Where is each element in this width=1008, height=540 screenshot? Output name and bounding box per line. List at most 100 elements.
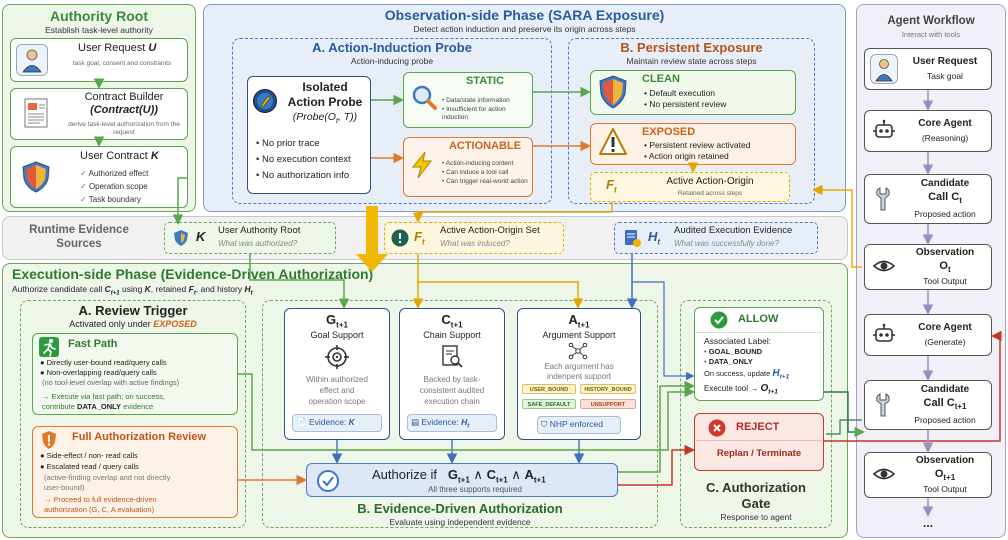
runtime-title-2: Sources xyxy=(56,238,102,250)
fast-path-item-2: ● Non-overlapping read/query calls xyxy=(40,368,157,377)
runtime-audited-question: What was successfully done? xyxy=(674,239,779,248)
clean-shield-icon xyxy=(597,74,629,110)
user-contract-title: User Contract K xyxy=(80,150,159,162)
chip-history-bound: HISTORY_BOUND xyxy=(580,384,636,394)
runtime-origin-var: Ft xyxy=(414,229,425,247)
chip-safe-default: SAFE_DEFAULT xyxy=(522,399,576,409)
goal-evidence-text: 📄 Evidence: K xyxy=(296,417,355,427)
wf-step-6-title2: Call Ct+1 xyxy=(923,397,967,412)
goal-label: Goal Support xyxy=(310,330,364,340)
fast-path-card xyxy=(32,333,238,415)
runtime-shield-icon xyxy=(172,229,190,247)
wf-step-5-title: Core Agent xyxy=(918,322,972,333)
wf-step-2-title: Core Agent xyxy=(918,118,972,129)
contract-builder-title: Contract Builder xyxy=(84,91,164,103)
review-trigger-subtitle: Activated only under EXPOSED xyxy=(69,319,197,329)
actionable-label: ACTIONABLE xyxy=(448,140,522,152)
authorize-formula: Authorize if Gt+1 ∧ Ct+1 ∧ At+1 xyxy=(372,467,546,485)
wf-step-7-title: Observation xyxy=(915,455,975,466)
probe-box xyxy=(232,38,552,204)
fast-path-item-1: ● Directly user-bound read/query calls xyxy=(40,358,167,367)
origin-var: Ft xyxy=(606,177,617,195)
check-circle-icon xyxy=(316,469,340,493)
argument-desc-2: indenpent support xyxy=(546,372,612,381)
fast-path-result-1: → Execute via fast path; on success, xyxy=(42,392,165,401)
evidence-auth-subtitle: Evaluate using independent evidence xyxy=(389,517,531,527)
exposure-title: B. Persistent Exposure xyxy=(620,40,763,55)
robot-icon-2 xyxy=(872,322,896,346)
reject-action: Replan / Terminate xyxy=(716,448,802,459)
full-review-title: Full Authorization Review xyxy=(72,431,207,443)
gate-title-2: Gate xyxy=(741,496,771,511)
workflow-subtitle: Interact with tools xyxy=(901,30,961,39)
fast-path-title: Fast Path xyxy=(68,338,118,350)
contract-builder-desc: derive task-level authorization from the… xyxy=(68,121,180,136)
full-review-item-1: ● Side-effect / non- read calls xyxy=(40,451,138,460)
eye-icon-1 xyxy=(872,256,896,276)
probe-formula: (Probe(Ot, T)) xyxy=(292,111,358,126)
chain-desc-2: consistent audited xyxy=(419,386,485,395)
user-request-title: User Request U xyxy=(78,42,157,54)
goal-desc-2: effect and xyxy=(319,386,355,395)
chain-evidence-text: ▤ Evidence: Ht xyxy=(411,417,470,430)
wf-step-1-title: User Request xyxy=(912,56,978,67)
allow-check-icon xyxy=(710,311,728,329)
authority-root-title: Authority Root xyxy=(50,8,148,24)
execution-subtitle: Authorize candidate call Ct+1 using K, r… xyxy=(12,284,253,297)
fast-path-note: (no tool-level overlap with active findi… xyxy=(42,378,180,387)
allow-divider xyxy=(696,332,822,333)
chain-desc-3: execution chain xyxy=(424,397,480,406)
origin-label: Active Action-Origin xyxy=(666,176,754,187)
lightning-icon xyxy=(408,150,436,180)
goal-var: Gt+1 xyxy=(326,312,348,330)
wrench-icon-2 xyxy=(872,392,894,418)
goal-desc-3: operation scope xyxy=(308,397,366,406)
probe-item-2: • No execution context xyxy=(256,154,351,165)
wf-step-5-desc: (Generate) xyxy=(924,337,966,347)
shield-icon xyxy=(20,160,52,194)
allow-assoc: Associated Label: xyxy=(704,336,772,346)
argument-desc-1: Each argument has xyxy=(544,362,614,371)
contract-item-2: ✓ Operation scope xyxy=(80,182,148,191)
probe-item-1: • No prior trace xyxy=(256,138,320,149)
runtime-origin-set xyxy=(384,222,564,254)
allow-update: On success, update Ht+1 xyxy=(704,368,790,381)
full-review-result-2: authorization (G, C, A evaluation) xyxy=(44,505,155,514)
authority-root-subtitle: Establish task-level authority xyxy=(45,25,153,35)
contract-builder-formula: (Contract(U)) xyxy=(90,104,158,116)
allow-label: ALLOW xyxy=(738,313,779,325)
full-review-card xyxy=(32,426,238,518)
full-review-item-2: ● Escalated read / query calls xyxy=(40,462,139,471)
runtime-doc-icon xyxy=(622,228,642,248)
eye-icon-2 xyxy=(872,464,896,484)
contract-item-1: ✓ Authorized effect xyxy=(80,169,149,178)
argument-var: At+1 xyxy=(568,312,590,330)
static-item-2: • Insufficient for action induction xyxy=(442,106,506,121)
origin-desc: Retained across steps xyxy=(677,190,743,197)
exposed-item-1: • Persistent review activated xyxy=(644,140,751,150)
actionable-item-1: • Action-inducing content xyxy=(442,160,514,167)
authorize-box xyxy=(306,463,618,497)
wf-step-3-desc: Proposed action xyxy=(914,209,976,219)
runtime-origin-question: What was induced? xyxy=(440,239,510,248)
exposure-subtitle: Maintain review state across steps xyxy=(626,56,757,66)
warning-icon xyxy=(598,126,628,160)
wf-step-7-desc: Tool Output xyxy=(923,484,967,494)
wf-step-1-desc: Task goal xyxy=(927,71,963,81)
magnifier-icon xyxy=(410,83,438,111)
wf-step-4-title2: Ot xyxy=(939,260,951,275)
full-review-note-2: user-bound) xyxy=(44,483,85,492)
runtime-title-1: Runtime Evidence xyxy=(29,224,129,236)
chain-desc-1: Backed by task- xyxy=(423,375,481,384)
exposed-item-2: • Action origin retained xyxy=(644,151,729,161)
allow-tag-2: • DATA_ONLY xyxy=(704,357,753,366)
chip-user-bound: USER_BOUND xyxy=(522,384,576,394)
gate-subtitle: Response to agent xyxy=(720,512,792,522)
observation-subtitle: Detect action induction and preserve its… xyxy=(413,24,636,34)
fast-path-result-2: contribute DATA_ONLY evidence xyxy=(42,402,154,411)
document-icon xyxy=(22,97,50,129)
authorize-desc: All three supports required xyxy=(428,485,522,494)
probe-title: A. Action-Induction Probe xyxy=(312,40,472,55)
runtime-audited xyxy=(614,222,818,254)
review-trigger-title: A. Review Trigger xyxy=(78,303,188,318)
